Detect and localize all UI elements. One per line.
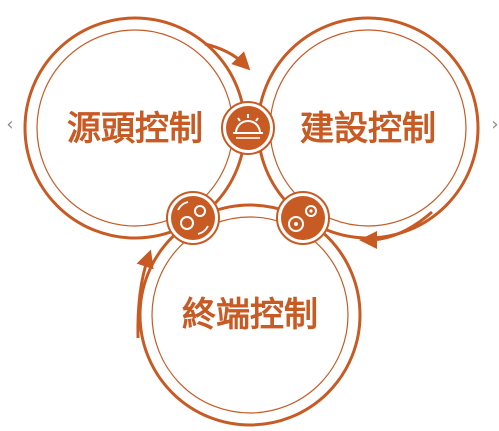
label-source-control: 源頭控制 [67, 109, 203, 149]
flow-arrow-top [204, 42, 251, 71]
label-terminal-control: 終端控制 [182, 295, 318, 335]
previous-arrow[interactable]: ‹ [6, 114, 14, 135]
circle-terminal-outer-ring [138, 203, 362, 427]
gear-sun-icon [221, 101, 275, 155]
label-construction-control: 建設控制 [300, 109, 436, 149]
gears-icon [276, 191, 330, 245]
next-arrow[interactable]: › [491, 114, 499, 135]
circle-terminal-inner-ring [151, 216, 349, 414]
flow-arrow-right [359, 210, 433, 249]
gear-cycle-icon [166, 191, 220, 245]
flow-arrow-left [136, 249, 154, 339]
circle-terminal-control: 終端控制 [138, 203, 362, 427]
